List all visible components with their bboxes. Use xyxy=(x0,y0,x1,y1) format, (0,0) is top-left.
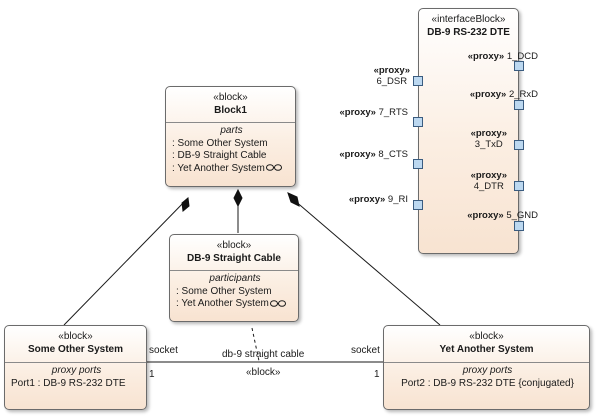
block1-divider xyxy=(166,122,295,123)
some-other-system-section-title: proxy ports xyxy=(51,365,102,376)
composition-line-yet-another-system xyxy=(293,199,441,326)
some-other-system-ports-section: proxy ports Port1 : DB-9 RS-232 DTE xyxy=(5,363,146,390)
proxy-port-5-gnd[interactable] xyxy=(514,221,524,231)
proxy-port-9-ri[interactable] xyxy=(413,200,423,210)
proxy-port-8-cts[interactable] xyxy=(413,159,423,169)
yet-another-system-block[interactable]: «block» Yet Another System proxy ports P… xyxy=(383,325,590,410)
yet-another-system-ports-section: proxy ports Port2 : DB-9 RS-232 DTE {con… xyxy=(384,363,589,390)
block1[interactable]: «block» Block1 parts : Some Other System… xyxy=(165,86,296,187)
block1-parts-section: parts : Some Other System : DB-9 Straigh… xyxy=(166,123,295,175)
proxy-port-7-rts[interactable] xyxy=(413,117,423,127)
block1-part-row[interactable]: : Yet Another System xyxy=(172,163,291,176)
cable-participants-section: participants : Some Other System : Yet A… xyxy=(170,271,298,311)
proxy-port-4-dtr[interactable] xyxy=(514,181,524,191)
port-label-7-rts: «proxy» 7_RTS xyxy=(339,107,408,118)
port-label-1-dcd: «proxy» 1_DCD xyxy=(467,51,538,62)
yet-another-system-name: Yet Another System xyxy=(439,344,534,355)
cable-participant-row[interactable]: : Some Other System xyxy=(176,285,272,297)
link-icon xyxy=(269,300,286,307)
composite-diamond-left xyxy=(181,197,190,212)
block1-part-row[interactable]: : Some Other System xyxy=(172,137,268,149)
connector-left-multiplicity: 1 xyxy=(149,369,155,380)
proxy-port-6-dsr[interactable] xyxy=(413,76,423,86)
interface-block[interactable]: «interfaceBlock» DB-9 RS-232 DTE xyxy=(418,8,519,254)
cable-section-title: participants xyxy=(209,273,261,284)
yet-another-system-stereotype: «block» xyxy=(469,331,504,342)
block1-name: Block1 xyxy=(214,105,247,116)
port-row[interactable]: Port1 : DB-9 RS-232 DTE xyxy=(11,377,126,389)
cable-divider xyxy=(170,270,298,271)
connector-name[interactable]: db-9 straight cable xyxy=(222,349,305,360)
yet-another-system-divider xyxy=(384,362,589,363)
block1-part-row[interactable]: : DB-9 Straight Cable xyxy=(172,150,267,161)
proxy-port-1-dcd[interactable] xyxy=(514,61,524,71)
connector-right-multiplicity: 1 xyxy=(374,369,380,380)
connector-stereotype: «block» xyxy=(246,367,281,378)
port-label-8-cts: «proxy» 8_CTS xyxy=(339,149,408,160)
interface-name: DB-9 RS-232 DTE xyxy=(427,27,510,38)
connector-left-role: socket xyxy=(149,345,178,356)
block1-section-title: parts xyxy=(220,125,243,136)
cable-name: DB-9 Straight Cable xyxy=(187,253,281,264)
some-other-system-name: Some Other System xyxy=(27,344,124,355)
proxy-port-3-txd[interactable] xyxy=(514,140,524,150)
cable-stereotype: «block» xyxy=(216,240,252,251)
interface-stereotype: «interfaceBlock» xyxy=(431,14,506,25)
some-other-system-block[interactable]: «block» Some Other System proxy ports Po… xyxy=(4,325,147,410)
some-other-system-stereotype: «block» xyxy=(58,331,93,342)
yet-another-system-section-title: proxy ports xyxy=(462,365,513,376)
cable-block[interactable]: «block» DB-9 Straight Cable participants… xyxy=(169,234,299,322)
port-label-4-dtr: «proxy»4_DTR xyxy=(470,170,507,192)
composite-diamond-center xyxy=(233,188,243,208)
port-label-2-rxd: «proxy» 2_RxD xyxy=(469,89,538,100)
some-other-system-divider xyxy=(5,362,146,363)
link-icon xyxy=(265,164,282,172)
port-label-9-ri: «proxy» 9_RI xyxy=(348,194,408,205)
port-label-5-gnd: «proxy» 5_GND xyxy=(467,210,538,221)
cable-participant-row[interactable]: : Yet Another System xyxy=(176,298,294,311)
connector-right-role: socket xyxy=(351,345,380,356)
block1-stereotype: «block» xyxy=(213,92,248,103)
port-label-3-txd: «proxy»3_TxD xyxy=(470,128,507,150)
composition-line-some-other-system xyxy=(63,197,189,326)
port-row[interactable]: Port2 : DB-9 RS-232 DTE {conjugated} xyxy=(401,377,574,389)
port-label-6-dsr: «proxy»6_DSR xyxy=(373,65,410,87)
proxy-port-2-rxd[interactable] xyxy=(514,100,524,110)
composite-diamond-right xyxy=(287,192,300,207)
